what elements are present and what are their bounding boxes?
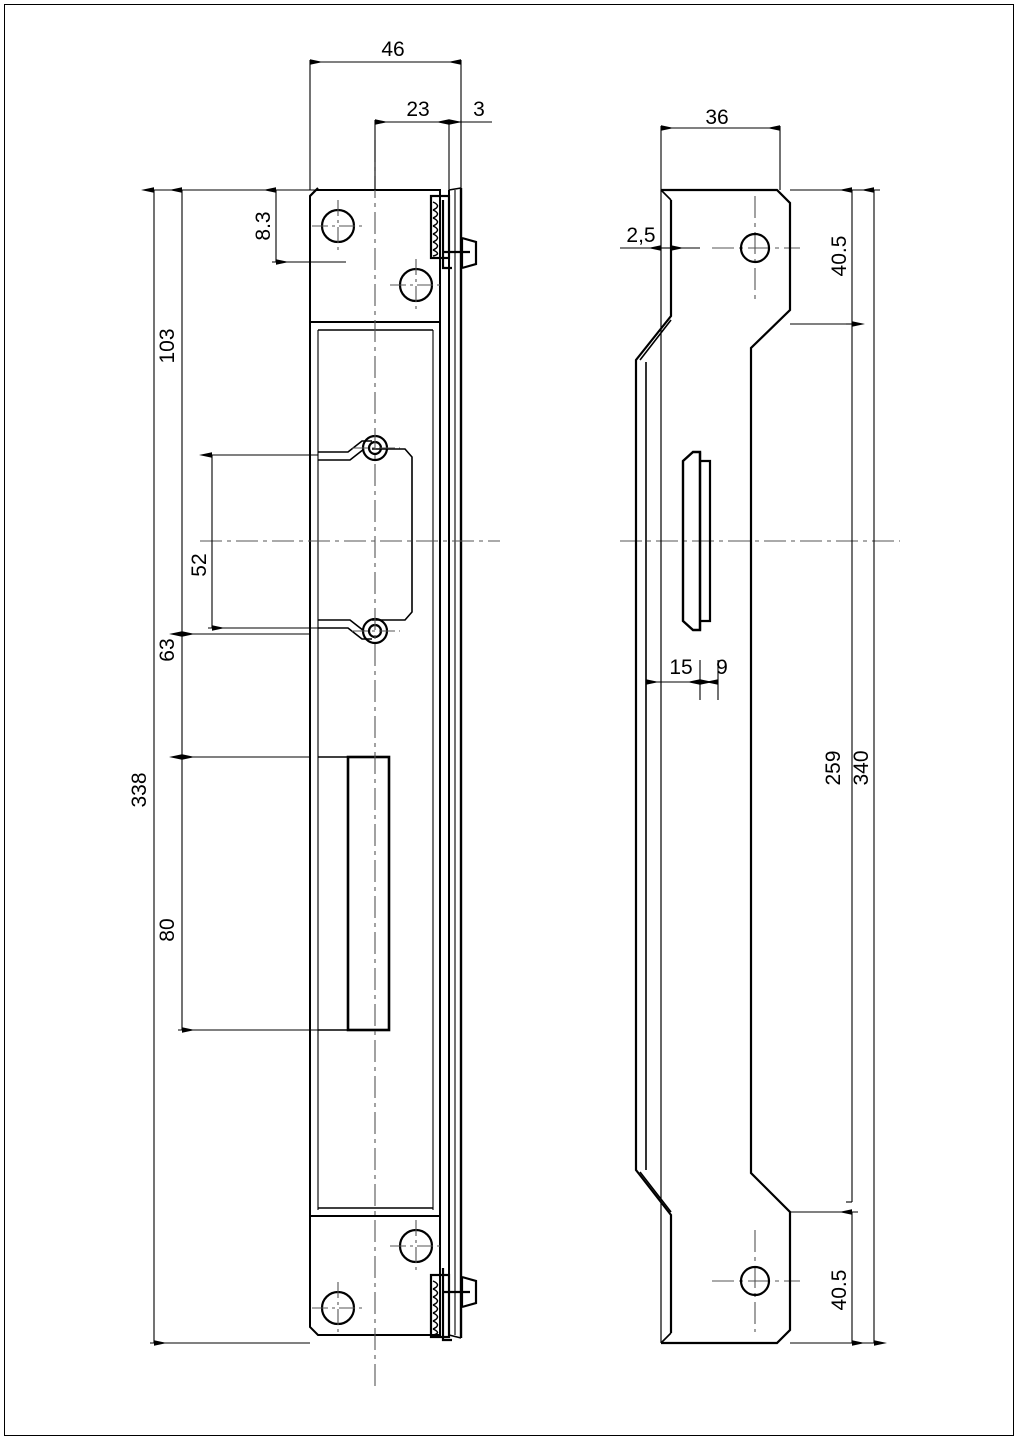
front-screw-detail-bottom (429, 1268, 478, 1342)
screw-thread-body-top (429, 194, 451, 260)
front-view-holes (320, 208, 434, 1326)
dim-label-8-3: 8.3 (252, 211, 275, 240)
dimension-lines-side (620, 125, 887, 1346)
dim-label-2-5: 2,5 (626, 224, 655, 247)
dim-label-40-5-bottom: 40.5 (828, 1270, 851, 1311)
screw-head-bottom (461, 1275, 478, 1309)
centerlines (200, 140, 900, 1390)
dim-label-259: 259 (822, 750, 845, 785)
side-hole-upper (739, 232, 771, 264)
dim-label-103: 103 (156, 328, 179, 363)
side-view-geometry (634, 188, 792, 1345)
side-inner-contour (634, 200, 673, 1333)
dim-label-15: 15 (669, 656, 692, 679)
dim-label-9: 9 (716, 656, 728, 679)
dimension-text-layer: 46 23 3 8.3 103 52 63 80 338 36 2,5 40.5… (128, 38, 873, 1310)
front-hole-centermarks (312, 200, 444, 1334)
dim-label-46: 46 (381, 38, 404, 61)
side-view-holes (739, 232, 771, 1297)
side-hole-lower (739, 1265, 771, 1297)
dim-label-340: 340 (850, 750, 873, 785)
dim-label-63: 63 (156, 638, 179, 661)
side-outer-contour (661, 188, 792, 1345)
dim-label-80: 80 (156, 918, 179, 941)
front-screw-detail-top (429, 194, 478, 270)
front-latch-upper-edge (318, 440, 372, 453)
front-strike-box (346, 755, 391, 1032)
screw-head-top (461, 236, 478, 270)
front-view-geometry (309, 187, 463, 1339)
dim-label-338: 338 (128, 772, 151, 807)
dimension-lines-front (141, 59, 492, 1346)
sheet-border (4, 4, 1014, 1436)
dim-label-36: 36 (705, 106, 728, 129)
dim-label-52: 52 (188, 553, 211, 576)
front-latch-pocket (372, 448, 413, 621)
dim-label-40-5-top: 40.5 (828, 236, 851, 277)
dim-label-3: 3 (473, 98, 485, 121)
screw-thread-body-bottom (429, 1273, 451, 1339)
dim-label-23: 23 (406, 98, 429, 121)
